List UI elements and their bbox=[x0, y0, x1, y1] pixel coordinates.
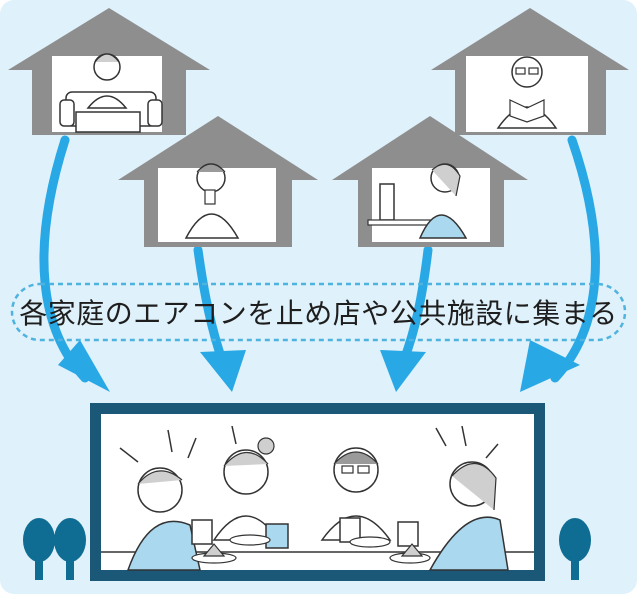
arrow-mid-left bbox=[193, 245, 227, 365]
house-reading-person bbox=[431, 8, 629, 135]
house-drinking-person bbox=[118, 116, 318, 247]
arrow-mid-right bbox=[399, 245, 433, 365]
arrow-far-right bbox=[550, 135, 600, 383]
caption-text: 各家庭のエアコンを止め店や公共施設に集まる bbox=[19, 297, 618, 330]
arrow-head-mid-left bbox=[200, 350, 246, 392]
house-computer-user bbox=[332, 116, 528, 247]
caption-outline bbox=[10, 282, 627, 342]
gathering-scene bbox=[90, 403, 545, 581]
arrows-group bbox=[39, 135, 600, 392]
tree-left-pair bbox=[23, 518, 86, 580]
arrow-head-far-left bbox=[58, 340, 110, 392]
tree-right bbox=[559, 518, 591, 580]
arrow-head-mid-right bbox=[380, 350, 426, 392]
arrow-head-far-right bbox=[520, 340, 580, 392]
house-tv-viewer bbox=[8, 8, 210, 135]
